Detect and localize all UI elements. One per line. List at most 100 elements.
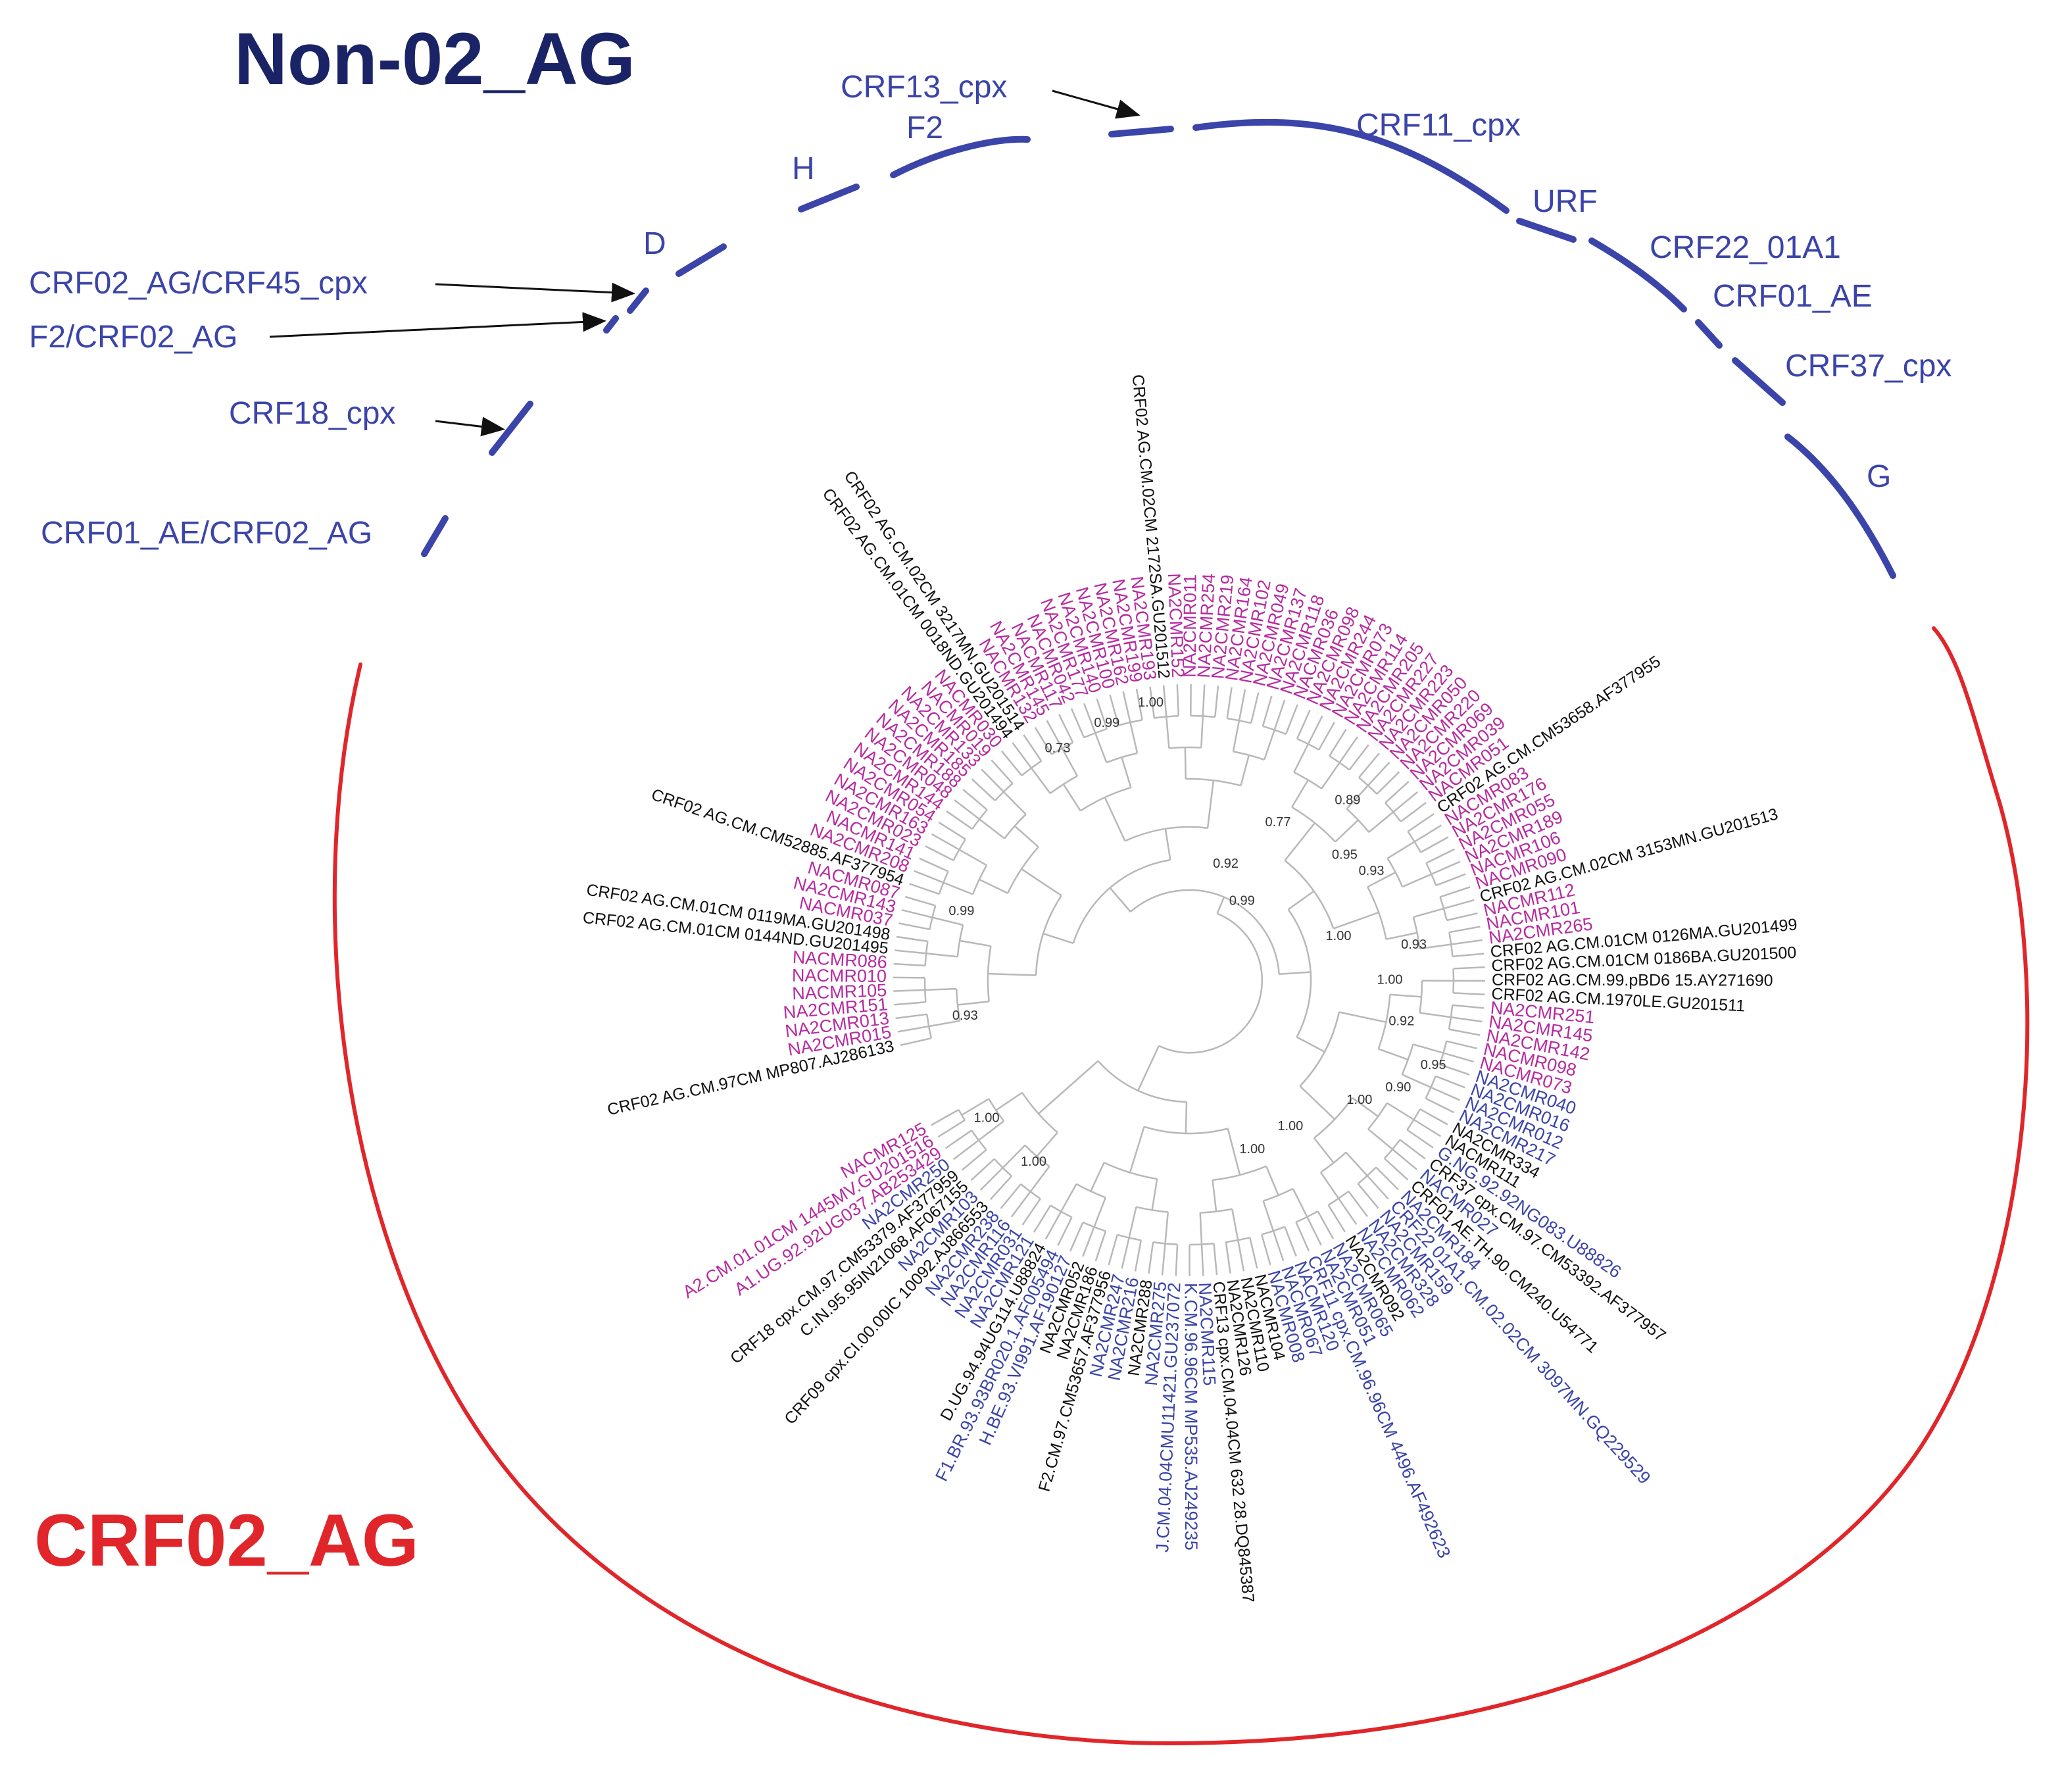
tree-branch [1128,1207,1137,1238]
tree-branch [1044,1210,1062,1240]
tree-branch-arc [994,782,1014,801]
tree-branch [1226,687,1233,719]
arc-segment-crf11 [1192,118,1510,214]
tree-branch [1014,825,1039,848]
tree-branch [919,857,949,872]
label-crf22: CRF22_01A1 [1650,230,1841,265]
bootstrap-value: 1.00 [1239,1142,1265,1157]
tree-branch [928,1020,960,1028]
tree-tip-labels: CRF02 AG.CM.97CM MP807.AJ286133NA2CMR015… [582,374,1798,1604]
tree-branch [1185,1101,1188,1133]
tree-branch [1413,824,1442,843]
tree-branch [1265,1166,1279,1196]
tree-branch [1012,742,1033,769]
tree-branch [900,1037,932,1047]
tree-branch [1335,819,1359,843]
tree-branch [1413,907,1444,918]
arc-segment-g [1784,434,1896,579]
bootstrap-value: 0.99 [948,904,974,918]
tree-branch [1420,836,1449,853]
tree-branch [1430,1086,1460,1101]
arc-segment-crf01ae-crf02ag [421,515,449,557]
tree-branch [1387,841,1415,859]
tree-branch [1151,1178,1158,1210]
tree-branch [1010,1191,1031,1218]
arrow-f2-crf02ag [269,312,606,338]
tree-branch-arc [1367,886,1387,939]
tree-branch [971,778,996,801]
tree-branch [1412,1043,1444,1054]
tree-branch [981,768,1004,793]
tree-branch [1431,860,1461,875]
tree-branch [895,949,927,955]
label-f2-crf02ag: F2/CRF02_AG [29,320,237,355]
non02-ag-arc-segments [421,118,1896,579]
tree-branch [896,935,928,943]
tree-branch [1378,1048,1409,1060]
tree-branch [1385,781,1410,804]
tree-branch [945,1130,972,1149]
tree-branch [953,1139,979,1160]
bootstrap-value: 1.00 [974,1111,1000,1126]
tree-tip-label: CRF02 AG.CM.99.pBD6 15.AY271690 [1492,971,1773,990]
tree-branch [988,972,1037,976]
bootstrap-values: 1.001.000.930.990.730.991.000.770.890.95… [948,695,1446,1169]
tree-branch [1387,1102,1415,1121]
tree-branch [1122,691,1131,723]
tree-branch [1070,708,1085,738]
tree-branch-arc [1225,1237,1250,1243]
label-urf: URF [1533,184,1598,219]
subtype-labels: CRF13_cpx F2 H CRF11_cpx URF D CRF22_01A… [29,70,1952,551]
tree-branch [962,788,988,810]
arc-segment-d [675,243,727,277]
tree-branch [1164,1212,1169,1244]
annotation-arrows [269,89,1141,437]
tree-branch [1307,715,1323,745]
tree-branch [1264,730,1275,760]
tree-branch-arc [1377,994,1391,1049]
crf02-ag-group-title: CRF02_AG [34,1499,419,1581]
tree-branch [1104,797,1126,841]
tree-branch [1367,761,1390,786]
tree-branch-arc [924,941,929,966]
tree-branch [1419,1012,1452,1018]
tree-branch [1214,685,1219,718]
tree-branch [1001,750,1023,776]
tree-branch-arc [1385,802,1402,822]
tree-branch-arc [1262,725,1287,735]
tree-branch [1129,722,1139,754]
tree-branch [1386,932,1417,940]
tree-branch [1033,1205,1052,1233]
tree-branch [1199,1212,1203,1245]
tree-branch-arc [1387,858,1404,887]
tree-branch [1413,1118,1442,1137]
tree-branch [1002,1145,1026,1168]
tree-branch [898,922,930,930]
tree-branch [1184,747,1187,780]
tree-branch [1260,1234,1271,1266]
tree-branch [1062,784,1081,812]
tree-branch [1108,1234,1118,1266]
tree-branch [958,849,987,866]
tree-branch [932,916,964,926]
tree-branch [1023,734,1043,762]
tree-branch [1319,1172,1340,1199]
tree-branch [1166,716,1170,749]
label-crf02ag-crf45: CRF02_AG/CRF45_cpx [29,266,368,301]
tree-branch [1338,1011,1387,1023]
tree-branch-arc [971,809,988,830]
bootstrap-value: 1.00 [1138,695,1164,710]
tree-branch [970,1158,995,1182]
tree-branch [954,799,980,820]
tree-branch [925,987,957,991]
bootstrap-value: 0.99 [1229,893,1255,908]
tree-branch [1069,1222,1084,1252]
tree-branch [1440,886,1471,898]
tree-branch [959,939,991,947]
tree-branch [1240,755,1250,786]
arc-segment-f2-crf02ag [603,315,619,334]
tree-branch [1450,1016,1483,1023]
tree-branch [1296,1036,1325,1053]
tree-branch-arc [955,989,961,1021]
